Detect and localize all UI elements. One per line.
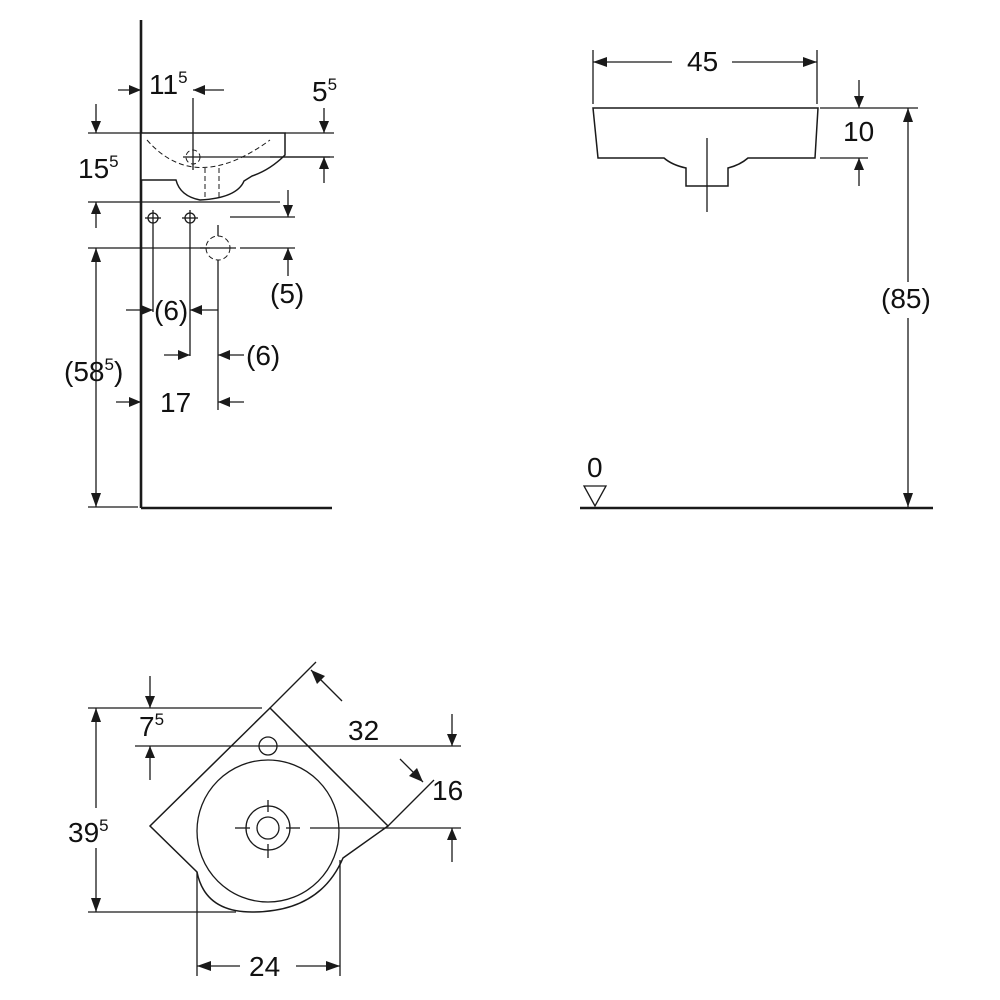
dim-waste-below-label: (5) <box>270 278 304 309</box>
basin-outline <box>148 706 390 913</box>
dim-mount-height-label: (85) <box>881 283 931 314</box>
dim-waste-height-label: (585) <box>64 355 123 387</box>
dim-width-label: 45 <box>687 46 718 77</box>
dim-basin-depth-label: 155 <box>78 152 119 184</box>
dim-supply-right-label: (6) <box>246 340 280 371</box>
dim-tap-to-wall-label: 75 <box>139 710 164 742</box>
waste-hole-inner <box>256 816 280 840</box>
top-view: 75 32 16 395 24 <box>68 661 463 982</box>
supply-marker-left <box>145 210 161 226</box>
dim-height-label: 10 <box>843 116 874 147</box>
dim-supply-left-label: (6) <box>154 295 188 326</box>
side-view: 115 55 155 (5) (6) (585) (6) 17 <box>64 20 337 510</box>
dim-side-length-label: 32 <box>348 715 379 746</box>
dim-waste-offset-label: 17 <box>160 387 191 418</box>
bowl-outline <box>196 759 340 903</box>
dim-waste-to-corner-label: 16 <box>432 775 463 806</box>
front-view: 45 10 (85) 0 <box>580 46 933 510</box>
supply-marker-right <box>182 210 198 226</box>
floor-level-label: 0 <box>587 452 603 483</box>
floor-level-marker <box>582 485 608 508</box>
dim-tap-offset-label: 115 <box>149 68 188 100</box>
dim-bowl-width-label: 24 <box>249 951 280 982</box>
dim-rim-height-label: 55 <box>312 75 337 107</box>
basin-front <box>592 107 819 187</box>
dim-depth-label: 395 <box>68 816 109 848</box>
